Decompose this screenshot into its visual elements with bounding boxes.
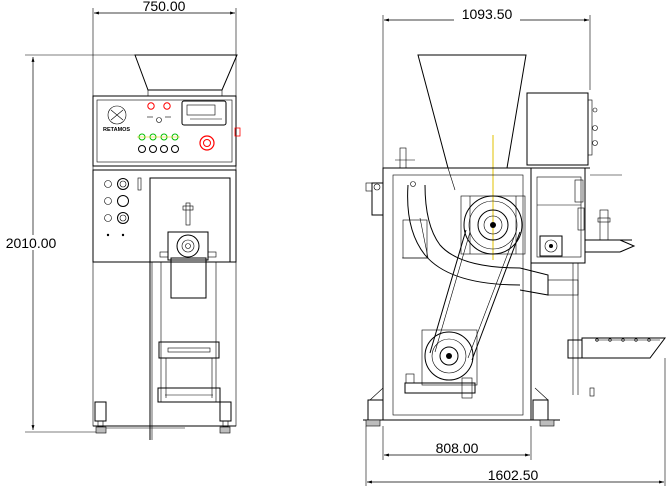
upper-flywheel — [460, 195, 526, 255]
side-control-box — [526, 92, 598, 166]
lower-motor — [404, 329, 478, 399]
side-width-label: 1093.50 — [462, 6, 513, 22]
drive-belt — [429, 229, 521, 361]
front-height-label: 2010.00 — [6, 235, 57, 251]
logo-text: RETAMOS — [103, 127, 130, 133]
front-width-label: 750.00 — [143, 0, 186, 14]
side-width-dimension: 1093.50 — [382, 6, 591, 168]
base-width-dimension: 808.00 — [382, 426, 532, 460]
front-frame — [92, 261, 237, 434]
side-view: 1093.50 — [363, 6, 666, 486]
outfeed-conveyor — [567, 209, 666, 397]
total-width-dimension: 1602.50 — [365, 358, 666, 486]
front-width-dimension: 750.00 — [92, 0, 237, 96]
total-width-label: 1602.50 — [488, 467, 539, 483]
base-width-label: 808.00 — [436, 440, 479, 456]
front-hopper — [134, 54, 238, 96]
top-valve — [399, 147, 407, 169]
front-main-body — [92, 166, 237, 440]
side-base — [363, 387, 560, 427]
front-view: 750.00 2010.00 RETAMOS — [2, 0, 241, 440]
side-main-frame — [365, 167, 586, 421]
front-control-panel: RETAMOS — [92, 95, 241, 167]
air-duct — [402, 184, 579, 296]
front-height-dimension: 2010.00 — [2, 54, 140, 433]
side-hopper — [417, 54, 527, 191]
